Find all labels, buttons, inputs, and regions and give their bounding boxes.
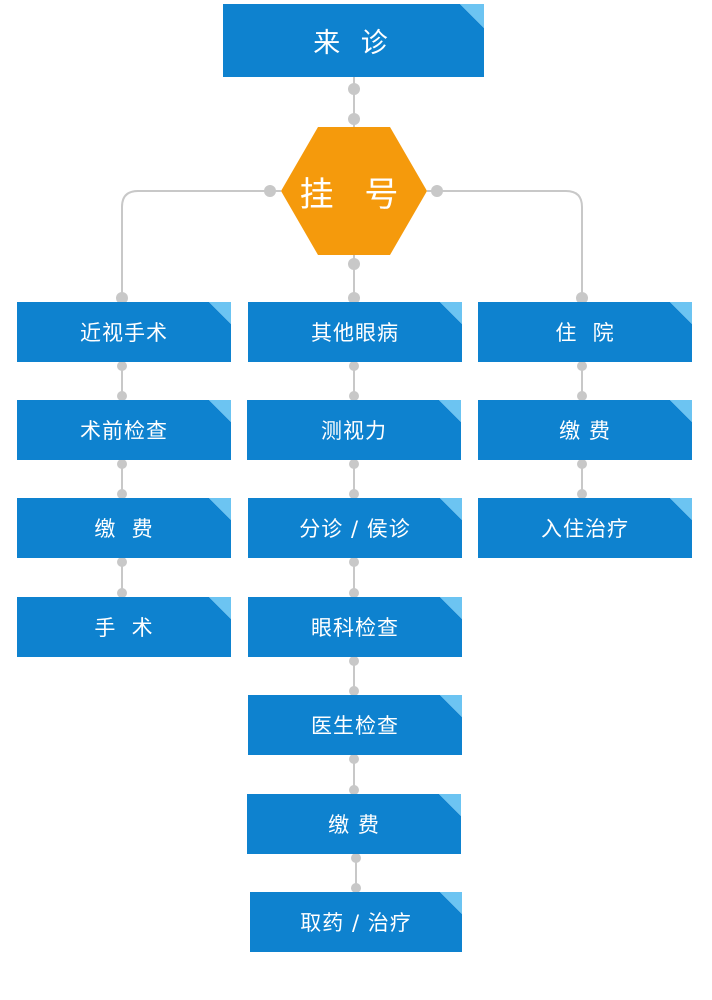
myopia-surgery-node: 近视手术 [17,302,231,362]
register-label: 挂 号 [299,174,409,215]
surgery-payment-node: 缴 费 [17,498,231,558]
vision-test-label: 测视力 [321,419,387,443]
medicine-treatment-node: 取药 / 治疗 [250,892,462,952]
preop-exam-node: 术前检查 [17,400,231,460]
surgery-payment-label: 缴 费 [94,517,154,541]
surgery-node: 手 术 [17,597,231,657]
eye-exam-node: 眼科检查 [248,597,462,657]
medicine-treatment-label: 取药 / 治疗 [300,911,412,935]
doctor-exam-label: 医生检查 [311,714,399,738]
inpatient-treatment-label: 入住治疗 [541,517,629,541]
doctor-exam-node: 医生检查 [248,695,462,755]
inpatient-treatment-node: 入住治疗 [478,498,692,558]
treatment-payment-node: 缴 费 [247,794,461,854]
other-eye-diseases-node: 其他眼病 [248,302,462,362]
preop-exam-label: 术前检查 [80,419,168,443]
surgery-label: 手 术 [94,616,154,640]
eye-exam-label: 眼科检查 [311,616,399,640]
triage-label: 分诊 / 侯诊 [299,517,411,541]
myopia-surgery-label: 近视手术 [80,321,168,345]
hospital-payment-node: 缴 费 [478,400,692,460]
hospitalization-label: 住 院 [555,321,615,345]
visit-node: 来 诊 [223,4,484,77]
vision-test-node: 测视力 [247,400,461,460]
hospitalization-node: 住 院 [478,302,692,362]
other-eye-diseases-label: 其他眼病 [311,321,399,345]
register-hexagon [281,127,427,255]
visit-label: 来 诊 [313,28,394,59]
hospital-payment-label: 缴 费 [559,419,611,443]
treatment-payment-label: 缴 费 [328,813,380,837]
triage-node: 分诊 / 侯诊 [248,498,462,558]
